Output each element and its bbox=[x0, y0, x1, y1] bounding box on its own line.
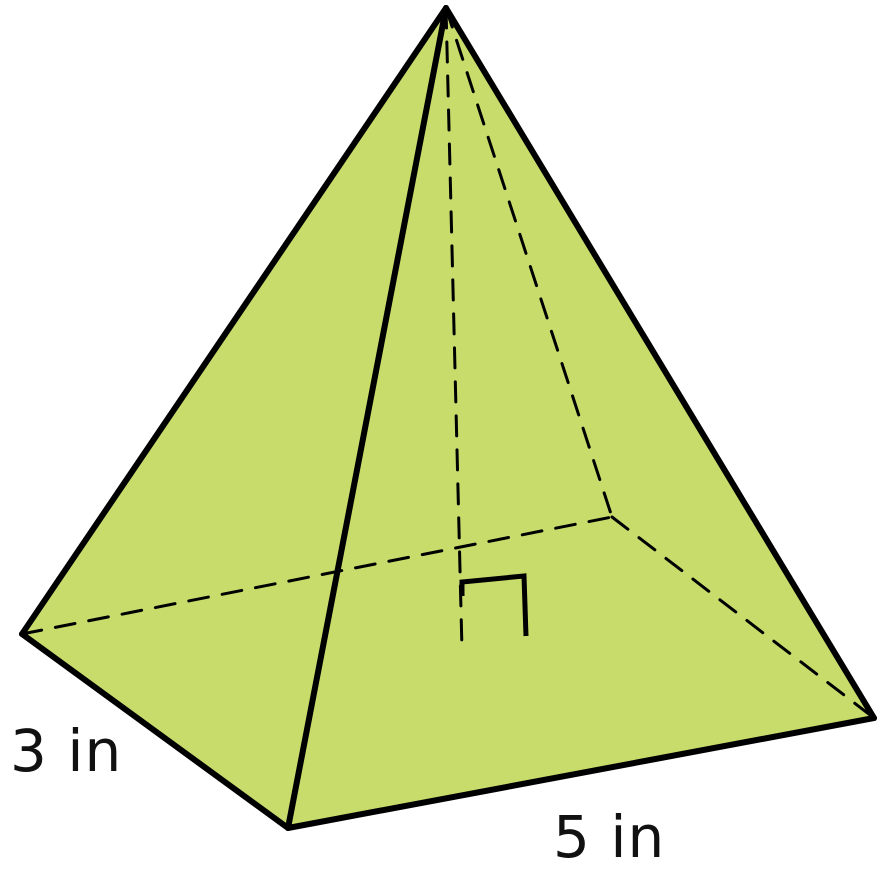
visible-edges bbox=[19, 5, 877, 831]
edge-apex-right bbox=[443, 5, 877, 721]
right-angle-marker bbox=[459, 573, 529, 637]
hidden-edges bbox=[20, 6, 876, 720]
edge-apex-left bbox=[19, 5, 449, 637]
hidden-base-edge-back-right bbox=[610, 515, 876, 720]
length-label: 5 in bbox=[553, 803, 666, 871]
base-edge-length bbox=[285, 715, 877, 831]
hidden-lateral-edge-back bbox=[444, 6, 614, 519]
width-label: 3 in bbox=[10, 717, 123, 785]
height-line bbox=[444, 6, 464, 652]
base-edge-width bbox=[19, 631, 291, 831]
pyramid-silhouette bbox=[22, 8, 874, 828]
edge-apex-front bbox=[285, 5, 449, 831]
